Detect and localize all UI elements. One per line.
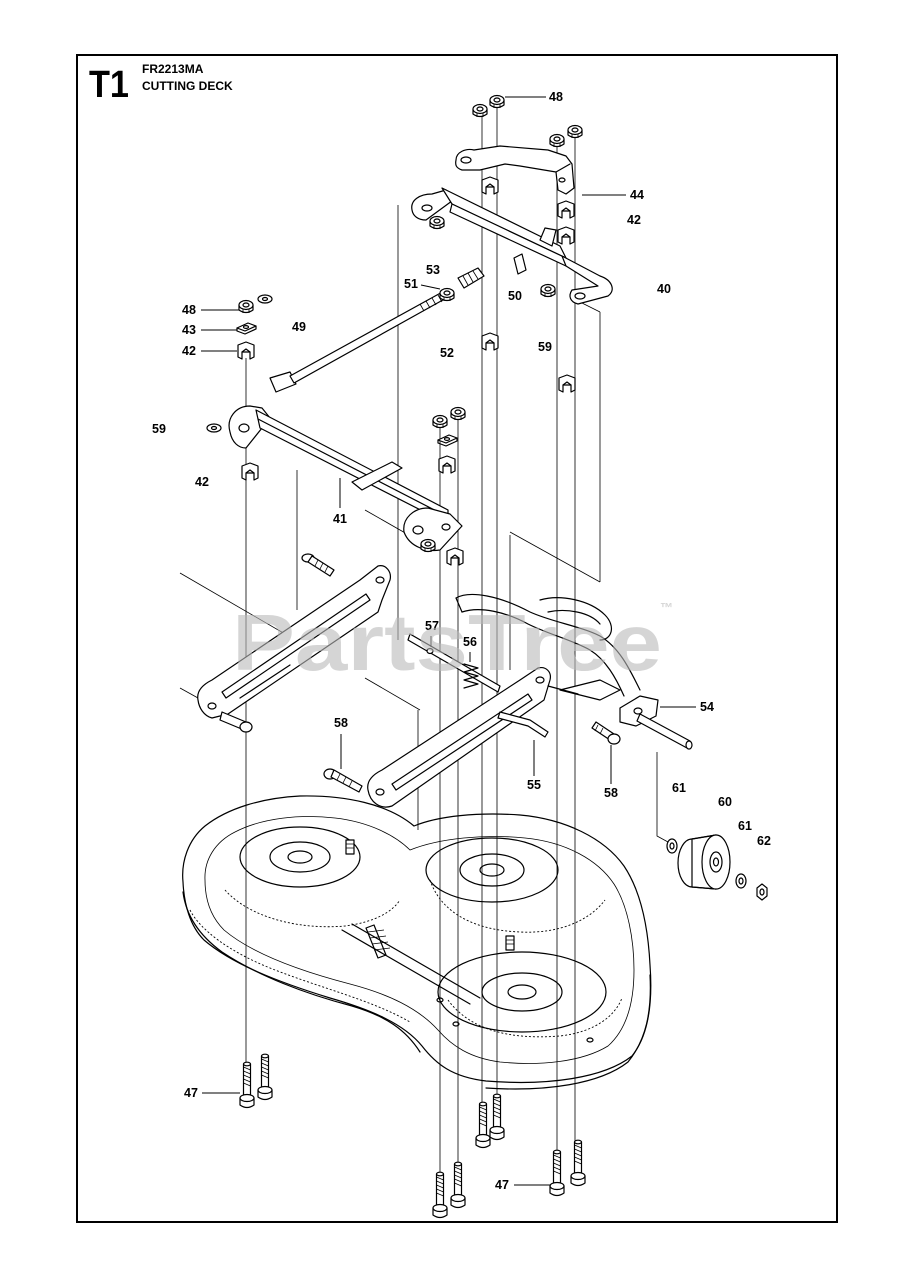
part-50-pin [513, 253, 527, 275]
callout-61: 61 [672, 781, 686, 795]
part-62-nut [756, 883, 768, 901]
callout-56: 56 [463, 635, 477, 649]
washer [206, 423, 222, 433]
callout-49: 49 [292, 320, 306, 334]
callout-48: 48 [182, 303, 196, 317]
part-41-lift-shaft [228, 405, 463, 552]
hex-nut [540, 283, 556, 298]
part-44-bracket [455, 145, 575, 195]
callout-42: 42 [627, 213, 641, 227]
part-57-pin [426, 647, 434, 655]
watermark-trademark: ™ [660, 600, 673, 615]
callout-47: 47 [184, 1086, 198, 1100]
hex-nut [472, 103, 488, 118]
callout-61: 61 [738, 819, 752, 833]
callout-41: 41 [333, 512, 347, 526]
hex-nut [429, 215, 445, 230]
hanger-bolt-lower [219, 711, 253, 733]
callout-43: 43 [182, 323, 196, 337]
hex-nut [567, 124, 583, 139]
callout-59: 59 [538, 340, 552, 354]
callout-42: 42 [195, 475, 209, 489]
callout-48: 48 [549, 90, 563, 104]
watermark-text: PartsTree [232, 598, 662, 687]
callout-59: 59 [152, 422, 166, 436]
part-55-rod [497, 711, 549, 738]
hex-nut [549, 133, 565, 148]
spindle-center [425, 837, 559, 903]
deck-fittings [345, 839, 594, 1043]
diagram-frame [76, 54, 838, 1223]
part-58-bolt-right [591, 721, 621, 745]
hex-nut [439, 287, 455, 302]
hanger-bolt-upper [301, 553, 335, 577]
callout-51: 51 [404, 277, 418, 291]
callout-55: 55 [527, 778, 541, 792]
deck-skirt-edge [189, 909, 411, 1023]
callouts: 48 44 42 53 51 50 40 48 43 49 42 52 59 5… [152, 90, 771, 1192]
model-number: FR2213MA [142, 62, 204, 76]
hex-nut [450, 406, 466, 421]
callout-40: 40 [657, 282, 671, 296]
header: T1 FR2213MA CUTTING DECK [89, 62, 233, 106]
cutting-deck [182, 795, 652, 1090]
hex-nut [489, 94, 505, 109]
hex-nut [238, 299, 254, 314]
deck-rib [447, 997, 623, 1038]
deck-skirt-right [485, 974, 651, 1090]
callout-44: 44 [630, 188, 644, 202]
callout-62: 62 [757, 834, 771, 848]
section-code: T1 [89, 64, 129, 106]
callout-52: 52 [440, 346, 454, 360]
part-40-lift-shaft [411, 187, 613, 305]
washer [257, 294, 273, 304]
callout-53: 53 [426, 263, 440, 277]
belt-guide [341, 923, 481, 1005]
part-61-washer-rear [735, 873, 747, 889]
leader-lines [201, 96, 696, 1186]
page-title: CUTTING DECK [142, 79, 233, 93]
left-hanger-arm [197, 565, 391, 719]
watermark: PartsTree ™ [232, 598, 673, 687]
callout-60: 60 [718, 795, 732, 809]
part-60-pulley [677, 834, 731, 890]
rear-link-assembly [455, 593, 641, 701]
callout-58: 58 [334, 716, 348, 730]
deck-inner-surface [204, 816, 635, 1064]
callout-50: 50 [508, 289, 522, 303]
part-53-spring [457, 267, 485, 289]
spindle-left [239, 826, 361, 888]
part-61-washer-front [666, 838, 678, 854]
callout-47: 47 [495, 1178, 509, 1192]
callout-57: 57 [425, 619, 439, 633]
deck-skirt-left [182, 891, 421, 1053]
hex-nut [420, 538, 436, 553]
hex-nut [432, 414, 448, 429]
callout-42: 42 [182, 344, 196, 358]
part-54-bracket [619, 695, 693, 750]
right-hanger-arm [367, 667, 551, 808]
callout-54: 54 [700, 700, 714, 714]
part-56-spring [463, 663, 479, 689]
callout-58: 58 [604, 786, 618, 800]
part-58-bolt-left [323, 768, 363, 793]
